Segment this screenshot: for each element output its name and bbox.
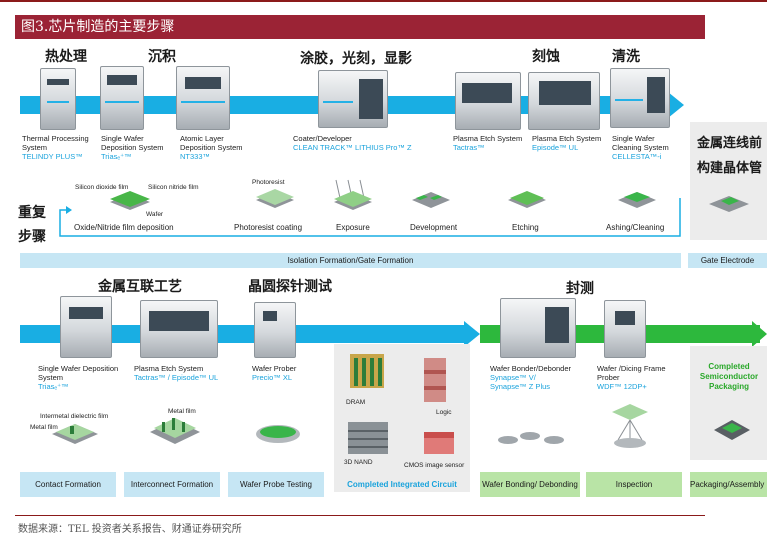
header-clean: 清洗 <box>612 49 640 65</box>
box-completed-integrated-circuit: Completed Integrated Circuit <box>347 480 457 489</box>
header-wafer-probe: 晶圆探针测试 <box>248 279 332 295</box>
source-note: 数据来源：TEL 投资者关系报告、财通证券研究所 <box>18 524 242 535</box>
label-metal-film-2: Metal film <box>168 408 196 415</box>
plasma-etch-bottom-machine <box>140 300 218 358</box>
logic-icon <box>424 358 446 402</box>
gate-electrode-bar: Gate Electrode <box>688 253 767 268</box>
box-wafer-probe-testing: Wafer Probe Testing <box>228 472 324 497</box>
label-wafer: Wafer <box>146 211 164 218</box>
film-deposition-wafer-icon <box>110 191 150 210</box>
dicing-frame-prober-machine <box>604 300 646 358</box>
photoresist-coating-icon <box>256 189 294 208</box>
packaged-chip-icon <box>714 420 750 440</box>
bottom-label-etch: Plasma Etch System Tactras™ / Episode™ U… <box>134 364 219 382</box>
label-intermetal-dielectric: Intermetal dielectric film <box>40 413 109 420</box>
bottom-blue-arrow <box>20 325 464 343</box>
probe-card-icon <box>256 425 300 443</box>
thermal-processing-machine <box>40 68 76 130</box>
box-packaging-assembly: Packaging/Assembly <box>690 472 767 497</box>
deposition-trias-machine <box>60 296 112 358</box>
panel-title-line2: 构建晶体管 <box>697 161 763 176</box>
header-packaging-test: 封测 <box>566 281 594 297</box>
contact-formation-wafer-icon <box>52 424 98 444</box>
inspection-probe-icon <box>612 404 648 448</box>
plasma-etch-tactras-machine <box>455 72 521 130</box>
completed-packaging-label: Completed Semiconductor Packaging <box>699 362 759 391</box>
repeat-loop-arrow <box>59 198 681 237</box>
step-development: Development <box>410 223 458 232</box>
label-3d-nand: 3D NAND <box>344 459 373 466</box>
isolation-gate-formation-bar: Isolation Formation/Gate Formation <box>20 253 681 268</box>
exposure-icon <box>334 179 372 210</box>
label-silicon-dioxide: Silicon dioxide film <box>75 184 129 191</box>
cleaning-system-machine <box>610 68 670 128</box>
label-photoresist: Photoresist <box>252 179 285 186</box>
box-interconnect-formation: Interconnect Formation <box>124 472 220 497</box>
cmos-sensor-icon <box>424 432 454 454</box>
bottom-blue-arrow-head <box>464 321 480 347</box>
box-contact-formation: Contact Formation <box>20 472 116 497</box>
header-thermal: 热处理 <box>45 49 87 65</box>
machine-label-episode: Plasma Etch System Episode™ UL <box>532 134 602 152</box>
box-inspection: Inspection <box>586 472 682 497</box>
figure-title: 图3.芯片制造的主要步骤 <box>15 15 705 39</box>
bonding-wafers-icon <box>498 432 564 444</box>
box-wafer-bonding: Wafer Bonding/ Debonding <box>480 472 580 497</box>
3d-nand-icon <box>348 422 388 454</box>
header-litho: 涂胶，光刻，显影 <box>300 51 412 67</box>
wafer-bonder-machine <box>500 298 576 358</box>
single-wafer-deposition-machine <box>100 66 144 130</box>
panel-title-line1: 金属连线前 <box>697 136 763 151</box>
step-exposure: Exposure <box>336 223 370 232</box>
etching-icon <box>508 191 546 208</box>
top-rule <box>0 0 767 2</box>
plasma-etch-episode-machine <box>528 72 600 130</box>
bottom-green-arrow-head <box>752 321 767 347</box>
transistor-build-panel <box>690 122 767 240</box>
step-ashing-cleaning: Ashing/Cleaning <box>606 223 665 232</box>
ald-machine <box>176 66 230 130</box>
repeat-label-line2: 步骤 <box>18 229 46 245</box>
bottom-label-bonder: Wafer Bonder/Debonder Synapse™ V/ Synaps… <box>490 364 572 391</box>
coater-developer-machine <box>318 70 388 128</box>
wafer-prober-machine <box>254 302 296 358</box>
interconnect-wafer-icon <box>150 418 200 444</box>
label-metal-film-1: Metal film <box>30 424 58 431</box>
development-icon <box>412 192 450 208</box>
gate-electrode-chip-icon <box>709 196 749 212</box>
label-cmos: CMOS image sensor <box>404 462 465 469</box>
label-logic: Logic <box>436 409 452 416</box>
dram-icon <box>350 354 384 388</box>
header-deposition: 沉积 <box>148 49 176 65</box>
header-etch: 刻蚀 <box>532 49 560 65</box>
header-metal-interconnect: 金属互联工艺 <box>98 279 182 295</box>
ashing-cleaning-icon <box>618 192 656 208</box>
label-dram: DRAM <box>346 399 366 406</box>
top-arrow-head <box>668 92 684 118</box>
step-photoresist-coating: Photoresist coating <box>234 223 303 232</box>
step-etching: Etching <box>512 223 539 232</box>
footer-rule <box>15 515 705 516</box>
repeat-label-line1: 重复 <box>18 205 46 221</box>
completed-packaging-panel <box>690 346 767 460</box>
machine-label-coater: Coater/Developer CLEAN TRACK™ LITHIUS Pr… <box>293 134 412 152</box>
bottom-label-prober: Wafer Prober Precio™ XL <box>252 364 297 382</box>
label-silicon-nitride: Silicon nitride film <box>148 184 199 191</box>
step-oxide-nitride: Oxide/Nitride film deposition <box>74 223 174 232</box>
machine-label-tactras: Plasma Etch System Tactras™ <box>453 134 523 152</box>
